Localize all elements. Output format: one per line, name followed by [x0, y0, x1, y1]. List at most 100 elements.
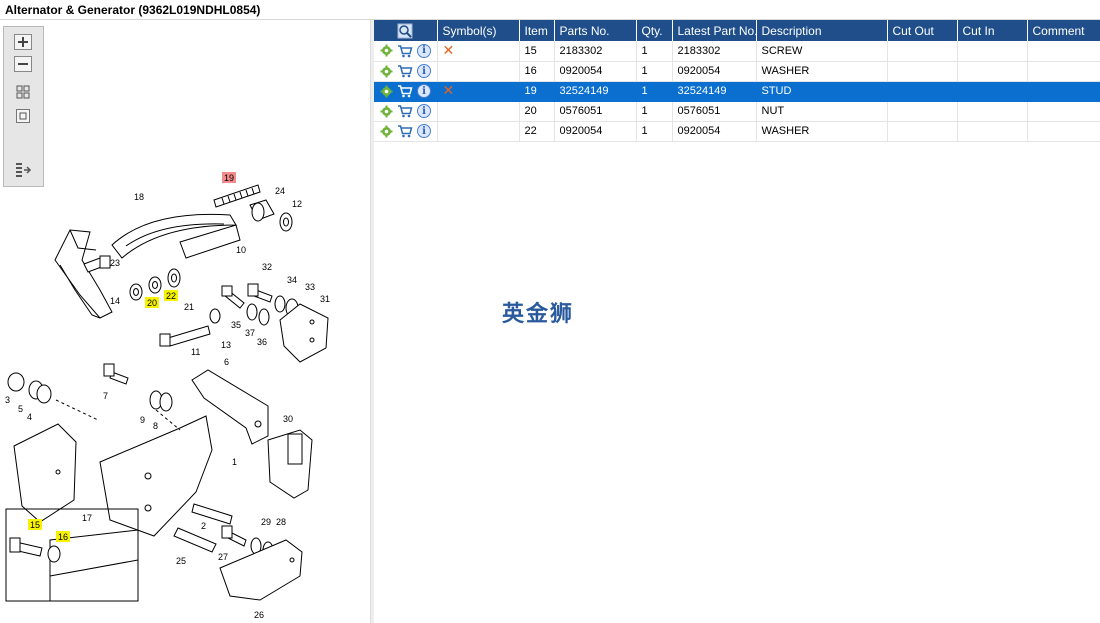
callout-label[interactable]: 36: [257, 337, 267, 347]
table-row[interactable]: i 22 0920054 1 0920054 WASHER: [374, 121, 1100, 142]
callout-label[interactable]: 7: [103, 391, 108, 401]
callout-label[interactable]: 21: [184, 302, 194, 312]
callout-label[interactable]: 14: [110, 296, 120, 306]
callout-label[interactable]: 35: [231, 320, 241, 330]
qty-cell: 1: [636, 121, 673, 142]
callout-label[interactable]: 13: [221, 340, 231, 350]
gear-icon[interactable]: [380, 44, 393, 57]
gear-icon[interactable]: [380, 85, 393, 98]
callout-label[interactable]: 8: [153, 421, 158, 431]
zoom-in-icon[interactable]: [13, 33, 33, 51]
column-header-symbols[interactable]: Symbol(s): [437, 20, 520, 41]
zoom-out-icon[interactable]: [13, 55, 33, 73]
item-cell: 15: [519, 41, 555, 62]
callout-label[interactable]: 34: [287, 275, 297, 285]
callout-label[interactable]: 37: [245, 328, 255, 338]
callout-label[interactable]: 5: [18, 404, 23, 414]
export-list-icon[interactable]: [13, 161, 33, 179]
callout-label[interactable]: 11: [191, 347, 200, 357]
callout-label[interactable]: 25: [176, 556, 186, 566]
callout-label[interactable]: 3: [5, 395, 10, 405]
callout-label[interactable]: 15: [30, 520, 40, 530]
comment-cell: [1027, 61, 1100, 82]
latest-part-no-cell: 0576051: [672, 101, 757, 122]
exploded-diagram[interactable]: 19 24 12 18 10 23 32 34 33 31 20 22 21 3…: [0, 20, 370, 623]
row-actions: i: [374, 41, 438, 62]
callout-label[interactable]: 17: [82, 513, 92, 523]
cross-icon: ✕: [442, 83, 455, 99]
callout-label[interactable]: 33: [305, 282, 315, 292]
column-header-cut-in[interactable]: Cut In: [957, 20, 1028, 41]
row-actions: i: [374, 81, 438, 102]
column-header-qty[interactable]: Qty.: [636, 20, 673, 41]
cut-out-cell: [887, 41, 958, 62]
cart-icon[interactable]: [397, 84, 413, 98]
callout-label[interactable]: 20: [147, 298, 157, 308]
callout-label[interactable]: 26: [254, 610, 264, 620]
callout-label[interactable]: 22: [166, 291, 176, 301]
diagram-pane[interactable]: 19 24 12 18 10 23 32 34 33 31 20 22 21 3…: [0, 20, 370, 623]
search-parts-icon[interactable]: [397, 23, 413, 39]
column-header-cut-out[interactable]: Cut Out: [887, 20, 958, 41]
callout-label[interactable]: 23: [110, 258, 120, 268]
qty-cell: 1: [636, 61, 673, 82]
cross-icon: ✕: [442, 42, 455, 59]
callout-label[interactable]: 16: [58, 532, 68, 542]
cut-in-cell: [957, 81, 1028, 102]
column-header-tools[interactable]: [374, 20, 438, 41]
callout-label[interactable]: 27: [218, 552, 228, 562]
gear-icon[interactable]: [380, 125, 393, 138]
fit-window-icon[interactable]: [13, 107, 33, 125]
cut-in-cell: [957, 41, 1028, 62]
table-row[interactable]: i ✕ 15 2183302 1 2183302 SCREW: [374, 41, 1100, 62]
callout-label[interactable]: 18: [134, 192, 144, 202]
gear-icon[interactable]: [380, 105, 393, 118]
callout-label[interactable]: 2: [201, 521, 206, 531]
table-row[interactable]: i 16 0920054 1 0920054 WASHER: [374, 61, 1100, 82]
comment-cell: [1027, 81, 1100, 102]
fit-all-icon[interactable]: [13, 83, 33, 101]
callout-label[interactable]: 19: [224, 173, 234, 183]
column-header-item[interactable]: Item: [519, 20, 555, 41]
info-icon[interactable]: i: [417, 84, 431, 98]
comment-cell: [1027, 41, 1100, 62]
column-header-comment[interactable]: Comment: [1027, 20, 1100, 41]
callout-label[interactable]: 32: [262, 262, 272, 272]
table-row-selected[interactable]: i ✕ 19 32524149 1 32524149 STUD: [374, 81, 1100, 102]
column-header-latest-part-no[interactable]: Latest Part No.: [672, 20, 757, 41]
description-cell: SCREW: [756, 41, 888, 62]
cart-icon[interactable]: [397, 44, 413, 58]
pane-splitter[interactable]: [370, 20, 374, 623]
callout-label[interactable]: 30: [283, 414, 293, 424]
callout-label[interactable]: 28: [276, 517, 286, 527]
window-title: Alternator & Generator (9362L019NDHL0854…: [5, 3, 261, 17]
gear-icon[interactable]: [380, 65, 393, 78]
table-row[interactable]: i 20 0576051 1 0576051 NUT: [374, 101, 1100, 122]
callout-label[interactable]: 12: [292, 199, 302, 209]
cart-icon[interactable]: [397, 124, 413, 138]
qty-cell: 1: [636, 41, 673, 62]
cart-icon[interactable]: [397, 104, 413, 118]
callout-label[interactable]: 1: [232, 457, 237, 467]
info-icon[interactable]: i: [417, 104, 431, 118]
watermark: 英金狮: [502, 302, 575, 327]
cut-in-cell: [957, 101, 1028, 122]
callout-label[interactable]: 9: [140, 415, 145, 425]
callout-label[interactable]: 6: [224, 357, 229, 367]
cart-icon[interactable]: [397, 64, 413, 78]
callout-label[interactable]: 24: [275, 186, 285, 196]
callout-label[interactable]: 10: [236, 245, 246, 255]
callout-label[interactable]: 4: [27, 412, 32, 422]
column-header-description[interactable]: Description: [756, 20, 888, 41]
cut-out-cell: [887, 121, 958, 142]
description-cell: WASHER: [756, 61, 888, 82]
info-icon[interactable]: i: [417, 124, 431, 138]
column-header-parts-no[interactable]: Parts No.: [554, 20, 637, 41]
row-actions: i: [374, 101, 438, 122]
info-icon[interactable]: i: [417, 64, 431, 78]
part-no-cell: 0920054: [554, 121, 637, 142]
info-icon[interactable]: i: [417, 43, 431, 58]
callout-label[interactable]: 29: [261, 517, 271, 527]
callout-label[interactable]: 31: [320, 294, 330, 304]
symbol-cell: ✕: [437, 81, 520, 102]
